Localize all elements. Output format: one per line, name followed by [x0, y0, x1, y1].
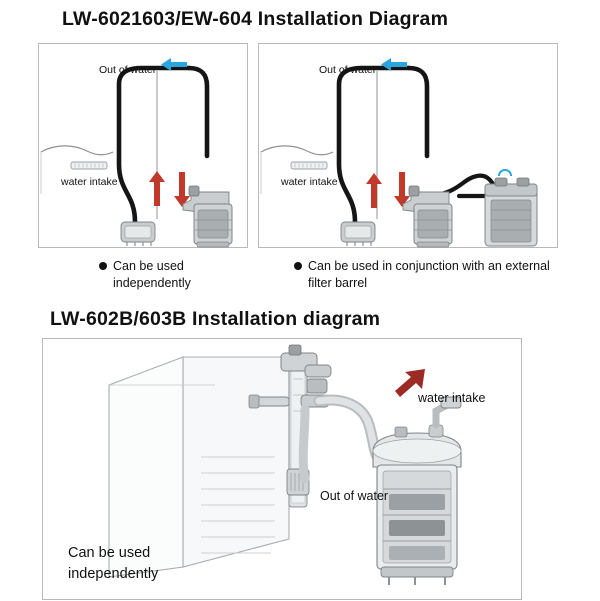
- panel-c-illustration: [108, 344, 462, 585]
- arrow-up-icon: [149, 171, 165, 206]
- aquarium-tank: [108, 356, 290, 578]
- strainer-slots: [74, 163, 104, 168]
- label-out-of-water-b: Out of water: [319, 64, 377, 76]
- water-lines: [201, 456, 275, 554]
- pump-unit: [340, 221, 376, 246]
- panel-b-illustration: [260, 58, 538, 248]
- external-filter-barrel: [484, 169, 538, 247]
- caption-text: Can be used independently: [113, 259, 191, 290]
- intake-hose: [116, 65, 192, 225]
- outlet-hose: [186, 65, 210, 159]
- bullet-dot-icon: [294, 262, 302, 270]
- wall-strainer: [290, 161, 328, 170]
- label-water-intake-b: water intake: [281, 176, 338, 188]
- label-out-of-water-a: Out of water: [99, 64, 157, 76]
- outlet-hose: [406, 65, 430, 159]
- arrow-left-icon: [161, 58, 187, 71]
- diagram-panel-external-filter: Out of water water intake: [258, 43, 558, 248]
- strainer-slots: [294, 163, 324, 168]
- arrow-down-icon: [174, 172, 190, 207]
- caption-text: Can be used independently: [68, 545, 159, 582]
- page-title-top: LW-6021603/EW-604 Installation Diagram: [62, 8, 449, 30]
- caption-text: Can be used in conjunction with an exter…: [308, 259, 550, 290]
- canister-filter-large: [372, 396, 462, 585]
- label-water-intake-c: water intake: [418, 391, 486, 405]
- outlet-nozzle: [248, 394, 290, 409]
- bullet-dot-icon: [99, 262, 107, 270]
- diagram-panel-independent: Out of water water intake: [38, 43, 248, 248]
- return-hose: [298, 404, 310, 484]
- arrow-up-icon: [366, 173, 382, 208]
- arrow-down-icon: [394, 172, 410, 207]
- caption-independent: Can be used independently: [99, 258, 248, 292]
- water-surface-line: [260, 145, 334, 156]
- label-out-of-water-c: Out of water: [320, 489, 389, 503]
- canister-filter: [402, 185, 453, 248]
- label-water-intake-a: water intake: [61, 176, 118, 188]
- panel-a-illustration: [40, 58, 233, 248]
- intake-hose: [336, 65, 412, 225]
- caption-external-filter: Can be used in conjunction with an exter…: [294, 258, 558, 292]
- caption-independent-bottom: Can be used independently: [68, 543, 208, 585]
- diagram-panel-602b-603b: water intake Out of water: [42, 338, 522, 600]
- arrow-up-right-icon: [395, 369, 425, 397]
- wall-strainer: [70, 161, 108, 170]
- arrow-left-icon: [381, 58, 407, 71]
- water-surface-line: [40, 145, 114, 156]
- canister-filter: [182, 185, 233, 248]
- page-title-bottom: LW-602B/603B Installation diagram: [50, 308, 381, 330]
- pump-unit: [120, 221, 156, 246]
